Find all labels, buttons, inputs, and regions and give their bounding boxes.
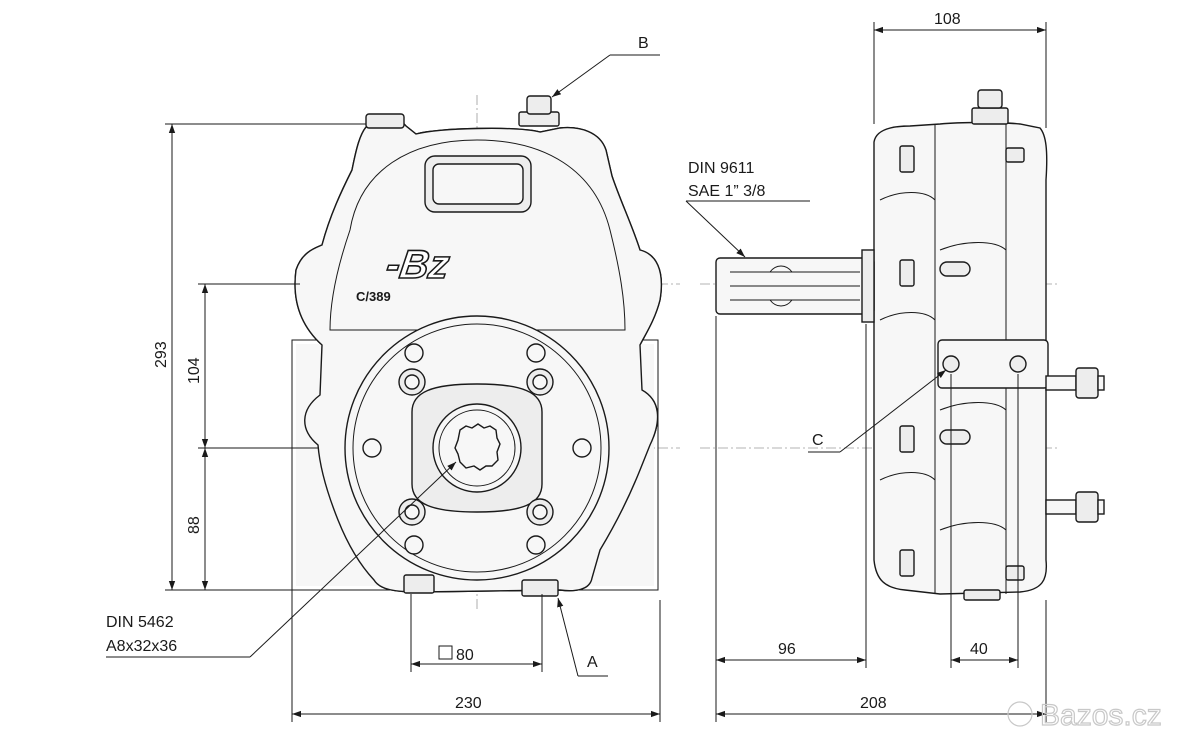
dim-108: 108 xyxy=(934,11,961,28)
din9611-line1: DIN 9611 xyxy=(688,160,755,177)
callout-c: C xyxy=(812,432,824,449)
mounting-hole-c xyxy=(942,355,960,373)
watermark-at-icon xyxy=(1007,701,1033,727)
labels: B A C DIN 9611 SAE 1” 3/8 DIN 5462 A8x32… xyxy=(106,11,988,712)
side-breather-cap xyxy=(977,89,1003,109)
top-plug-left xyxy=(365,113,405,129)
dim-104: 104 xyxy=(186,357,203,384)
dim-230: 230 xyxy=(455,695,482,712)
dim-96: 96 xyxy=(778,641,796,658)
front-inner-contour xyxy=(329,139,626,331)
side-slot-lower xyxy=(939,429,971,445)
din9611-line2: SAE 1” 3/8 xyxy=(688,183,765,200)
din5462-line1: DIN 5462 xyxy=(106,614,174,631)
side-drain xyxy=(963,589,1001,601)
leader-lines xyxy=(106,54,947,677)
flange-bolt-holes xyxy=(362,343,592,555)
dim-208: 208 xyxy=(860,695,887,712)
side-bolts xyxy=(899,145,1025,581)
watermark-text: Bazos.cz xyxy=(1040,699,1162,732)
bottom-plug-left xyxy=(403,574,435,594)
dim-88: 88 xyxy=(186,516,203,534)
din5462-line2: A8x32x36 xyxy=(106,638,177,655)
front-view: -Bz C/389 xyxy=(280,95,680,610)
watermark: Bazos.cz xyxy=(1007,698,1162,733)
model-label: C/389 xyxy=(356,289,391,304)
flange-studs xyxy=(398,368,554,526)
side-view xyxy=(700,89,1105,601)
callout-b: B xyxy=(638,35,649,52)
brand-logo: -Bz xyxy=(384,242,452,287)
hydraulic-fitting-lower xyxy=(1045,491,1105,523)
hydraulic-fitting-upper xyxy=(1045,367,1105,399)
dim-293: 293 xyxy=(153,341,170,368)
dimension-lines xyxy=(165,22,1047,722)
mounting-hole-2 xyxy=(1009,355,1027,373)
input-splined-shaft xyxy=(715,249,875,323)
side-slot-upper xyxy=(939,261,971,277)
mounting-plate xyxy=(937,339,1049,389)
splined-bore xyxy=(454,423,501,471)
side-breather-base xyxy=(971,107,1009,125)
drain-plug-a xyxy=(521,579,559,597)
dim-40: 40 xyxy=(970,641,988,658)
callout-a: A xyxy=(587,654,598,671)
breather-cap xyxy=(526,95,552,115)
dim-80: 80 xyxy=(456,647,474,664)
